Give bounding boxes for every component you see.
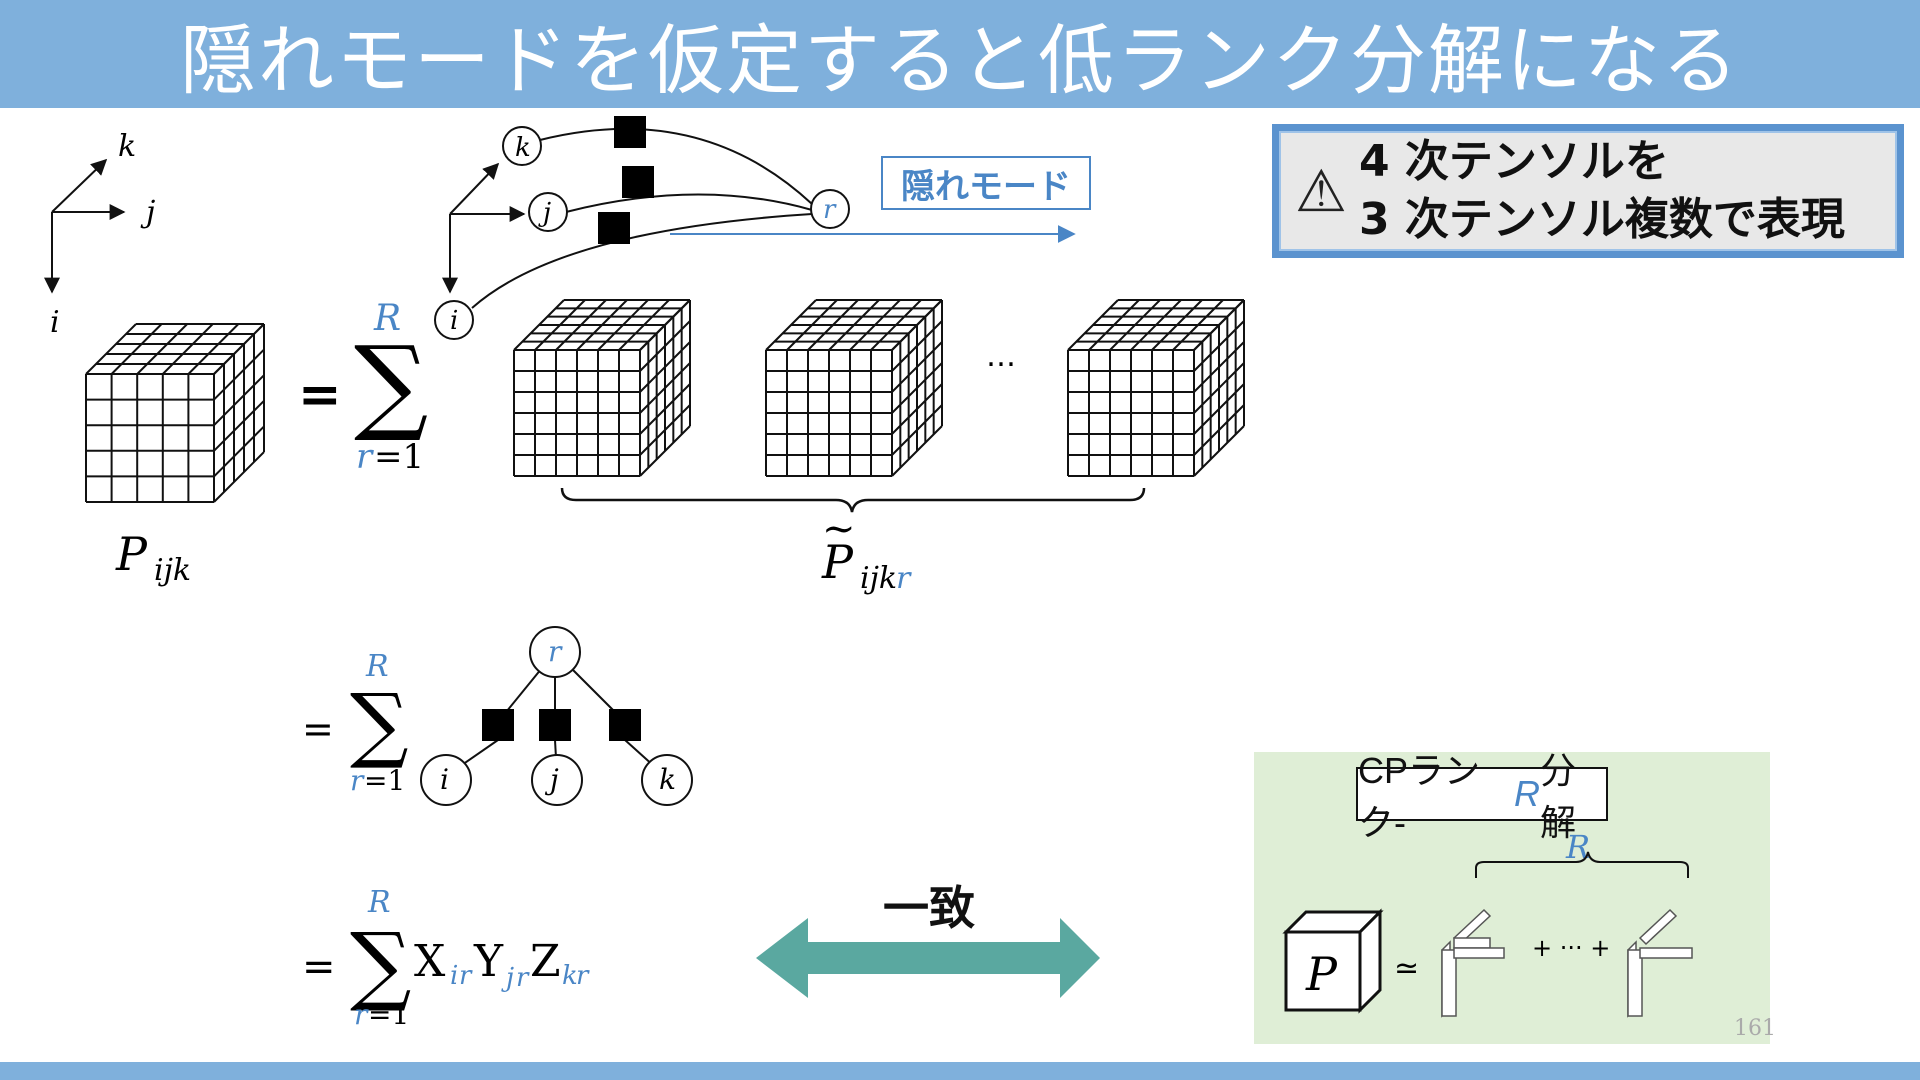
diagram-canvas: k j i P ijk = ∑ R r =1 k j i r … ~ P ijk… bbox=[44, 116, 1245, 1031]
factor-Z-sub-k: k bbox=[562, 961, 578, 991]
factor-Z-sub-r: r bbox=[576, 961, 590, 991]
sum-upper-2: R bbox=[365, 649, 389, 684]
tensor-subscript: ijk bbox=[154, 553, 191, 588]
axis-j-label: j bbox=[140, 195, 155, 230]
axis-i-label: i bbox=[50, 305, 60, 340]
tree-square-i bbox=[482, 709, 514, 741]
cube-layer bbox=[85, 299, 1245, 503]
tilde-tensor-label: P bbox=[821, 535, 854, 589]
tensor-cube-1 bbox=[513, 299, 691, 477]
node-i-label: i bbox=[450, 306, 458, 336]
match-label: 一致 bbox=[883, 881, 975, 935]
sum-symbol-1: ∑ bbox=[354, 323, 428, 445]
tree-node-i-label: i bbox=[440, 763, 449, 796]
factor-square-k bbox=[614, 116, 646, 148]
tilde-mark: ~ bbox=[822, 506, 856, 552]
tilde-tensor-subscript: ijk bbox=[860, 561, 897, 596]
tensor-cube-2 bbox=[765, 299, 943, 477]
cp-title-prefix: CPランク- bbox=[1358, 750, 1481, 843]
tree-square-j bbox=[539, 709, 571, 741]
node-r-label: r bbox=[823, 195, 837, 225]
callout-line-2: 3 次テンソル複数で表現 bbox=[1359, 194, 1845, 245]
equals-sign-3: = bbox=[302, 944, 336, 990]
factor-Y: Y bbox=[473, 936, 504, 987]
factor-X-sub-r: r bbox=[459, 961, 473, 991]
callout-line-1: 4 次テンソルを bbox=[1359, 136, 1669, 187]
factor-X-sub-i: i bbox=[450, 961, 458, 991]
cp-diagram: R P ≃ + ··· + bbox=[1282, 828, 1693, 1018]
tensor-label: P bbox=[115, 527, 148, 581]
sum-symbol-3: ∑ bbox=[350, 915, 411, 1015]
tree-network bbox=[420, 626, 693, 806]
sum-lower-r-3: r bbox=[354, 998, 369, 1031]
factor-square-i bbox=[598, 212, 630, 244]
page-number: 161 bbox=[1734, 1016, 1776, 1041]
cp-plus-dots: + ··· + bbox=[1532, 934, 1610, 962]
axis-k-label: k bbox=[118, 129, 136, 164]
tensor-cube-main bbox=[85, 323, 265, 503]
factor-square-j bbox=[622, 166, 654, 198]
tree-node-k-label: k bbox=[659, 763, 676, 796]
tree-node-r-label: r bbox=[548, 635, 563, 668]
tilde-tensor-subscript-r: r bbox=[896, 561, 912, 596]
slide-title: 隠れモードを仮定すると低ランク分解になる bbox=[180, 16, 1740, 105]
cube-ellipsis: … bbox=[986, 339, 1016, 374]
cp-rank1-term-1 bbox=[1441, 908, 1505, 1018]
hidden-mode-label: 隠れモード bbox=[881, 156, 1091, 210]
node-k-label: k bbox=[515, 133, 531, 163]
axis-triad bbox=[44, 158, 126, 294]
sum-lower-r-2: r bbox=[350, 764, 365, 797]
cp-rank1-term-2 bbox=[1627, 908, 1693, 1018]
factor-Z: Z bbox=[530, 936, 561, 987]
cp-title-r: R bbox=[1513, 773, 1540, 814]
equals-sign-2: = bbox=[302, 707, 334, 751]
title-bar: 隠れモードを仮定すると低ランク分解になる bbox=[0, 0, 1920, 108]
sum-symbol-2: ∑ bbox=[350, 677, 409, 772]
match-double-arrow bbox=[756, 918, 1100, 998]
tensor-cube-last bbox=[1067, 299, 1245, 477]
callout-box: ⚠ 4 次テンソルを 3 次テンソル複数で表現 bbox=[1272, 124, 1904, 258]
cp-approx-sign: ≃ bbox=[1394, 951, 1419, 986]
bottom-bar bbox=[0, 1062, 1920, 1080]
cp-brace bbox=[1475, 851, 1689, 878]
sum-lower-rest-3: =1 bbox=[368, 998, 409, 1031]
equals-sign-1: = bbox=[298, 365, 342, 425]
tree-square-k bbox=[609, 709, 641, 741]
cp-R-label: R bbox=[1565, 828, 1590, 866]
sum-upper-3: R bbox=[367, 885, 391, 920]
cp-title-suffix: 分解 bbox=[1539, 750, 1576, 843]
warning-icon: ⚠ bbox=[1295, 157, 1347, 225]
sum-lower-rest-2: =1 bbox=[364, 764, 405, 797]
sum-lower-rest-1: =1 bbox=[374, 437, 424, 477]
hidden-mode-network bbox=[434, 126, 850, 340]
cube-brace bbox=[560, 487, 1146, 513]
sum-lower-r-1: r bbox=[356, 437, 374, 477]
callout-text: 4 次テンソルを 3 次テンソル複数で表現 bbox=[1359, 133, 1845, 249]
cp-tensor-symbol: P bbox=[1305, 947, 1338, 1001]
factor-Y-sub-r: r bbox=[516, 963, 530, 993]
factor-X: X bbox=[414, 936, 446, 987]
cp-cube bbox=[1282, 908, 1384, 1014]
sum-upper-1: R bbox=[373, 298, 401, 339]
